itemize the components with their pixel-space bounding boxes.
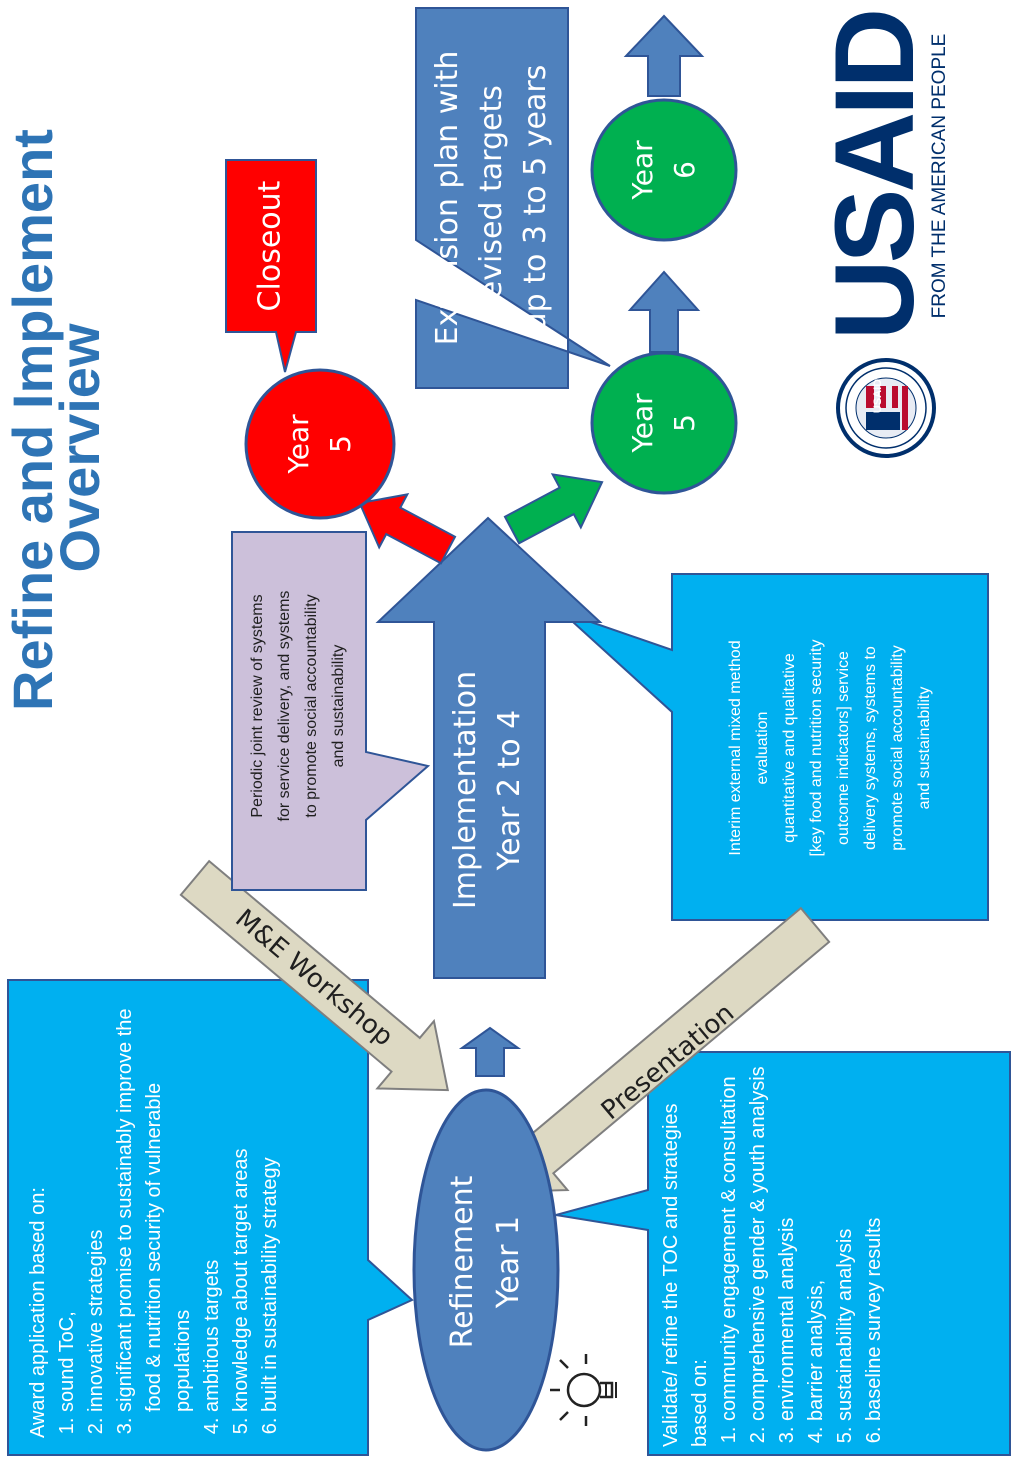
interim-eval-text: Interim external mixed method evaluation… xyxy=(722,583,938,913)
list-item: comprehensive gender & youth analysis xyxy=(744,1057,773,1421)
interim-line: quantitative and qualitative xyxy=(781,653,798,843)
year6-label: Year 6 xyxy=(622,110,706,230)
interim-line: Interim external mixed method xyxy=(727,640,744,856)
validate-box xyxy=(555,1051,1011,1456)
year5-extension-label: Year 5 xyxy=(622,363,706,483)
periodic-line: to promote social accountability xyxy=(303,594,320,818)
usaid-logo: USAID FROM THE AMERICAN PEOPLE xyxy=(812,12,950,341)
extension-line3: up to 3 to 5 years xyxy=(518,64,553,332)
closeout-label: Closeout xyxy=(252,180,288,312)
page-subtitle: Overview xyxy=(48,148,111,748)
refinement-up-arrow xyxy=(458,1026,522,1077)
award-box-text: Award application based on: sound ToC, i… xyxy=(18,998,354,1438)
periodic-line: Periodic joint review of systems xyxy=(249,594,266,818)
validate-box-text: Validate/ refine the TOC and strategies … xyxy=(651,1057,1005,1447)
interim-line: and sustainability xyxy=(916,686,933,810)
validate-heading: Validate/ refine the TOC and strategies … xyxy=(660,1103,711,1447)
implementation-line1: Implementation xyxy=(448,670,483,910)
year-word: Year xyxy=(626,393,659,453)
year6-up-arrow xyxy=(623,14,705,97)
refinement-line1: Refinement xyxy=(445,1175,480,1349)
implementation-line2: Year 2 to 4 xyxy=(492,709,527,871)
implementation-label: Implementation Year 2 to 4 xyxy=(444,630,532,950)
year-number: 6 xyxy=(668,161,701,179)
list-item: community engagement & consultation xyxy=(715,1057,744,1421)
list-item: ambitious targets xyxy=(198,998,227,1412)
interim-line: outcome indicators] service xyxy=(835,651,852,845)
year5-closeout-circle xyxy=(244,368,396,520)
usaid-wordmark: USAID xyxy=(812,12,937,341)
usaid-tagline: FROM THE AMERICAN PEOPLE xyxy=(929,34,950,319)
extension-line2: revised targets xyxy=(474,85,509,311)
award-list: sound ToC, innovative strategies signifi… xyxy=(53,998,285,1438)
mne-workshop-arrow xyxy=(179,859,450,1092)
extension-arrow xyxy=(503,473,604,545)
periodic-review-callout xyxy=(231,531,431,891)
closeout-arrow xyxy=(358,493,457,565)
extension-callout-text: Extension plan with revised targets up t… xyxy=(426,13,558,383)
usaid-seal-icon xyxy=(836,358,936,458)
closeout-callout xyxy=(225,159,317,373)
periodic-line: and sustainability xyxy=(330,644,347,768)
interim-line: evaluation xyxy=(754,711,771,785)
implementation-arrow xyxy=(375,516,603,979)
periodic-review-text: Periodic joint review of systems for ser… xyxy=(244,546,352,866)
list-item: sound ToC, xyxy=(53,998,82,1412)
list-item: built in sustainability strategy xyxy=(256,998,285,1412)
year5-closeout-label: Year 5 xyxy=(278,384,362,504)
award-heading: Award application based on: xyxy=(27,1187,49,1438)
list-item: barrier analysis, xyxy=(802,1057,831,1421)
list-item: innovative strategies xyxy=(82,998,111,1412)
refinement-label: Refinement Year 1 xyxy=(440,1132,532,1392)
year-number: 5 xyxy=(668,414,701,432)
year5-to-year6-arrow xyxy=(627,270,701,353)
list-item: knowledge about target areas xyxy=(227,998,256,1412)
interim-line: promote social accountability xyxy=(889,645,906,851)
list-item: significant promise to sustainably impro… xyxy=(111,998,198,1412)
year-word: Year xyxy=(626,140,659,200)
interim-line: [key food and nutrition security xyxy=(808,639,825,857)
lightbulb-icon xyxy=(550,1354,617,1426)
extension-line1: Extension plan with xyxy=(430,50,465,346)
periodic-line: for service delivery, and systems xyxy=(276,590,293,822)
list-item: sustainability analysis xyxy=(831,1057,860,1421)
usaid-seal-label: USAID xyxy=(872,378,884,414)
title-line2: Overview xyxy=(48,323,111,573)
year6-circle xyxy=(590,98,738,242)
list-item: baseline survey results xyxy=(860,1057,889,1421)
interim-line: delivery systems, systems to xyxy=(862,646,879,850)
year-number: 5 xyxy=(324,435,357,453)
year-word: Year xyxy=(282,414,315,474)
refinement-ellipse xyxy=(412,1088,560,1452)
list-item: environmental analysis xyxy=(773,1057,802,1421)
extension-callout xyxy=(415,7,611,389)
refinement-line2: Year 1 xyxy=(491,1215,526,1309)
validate-list: community engagement & consultation comp… xyxy=(715,1057,889,1447)
interim-eval-box xyxy=(561,573,989,921)
